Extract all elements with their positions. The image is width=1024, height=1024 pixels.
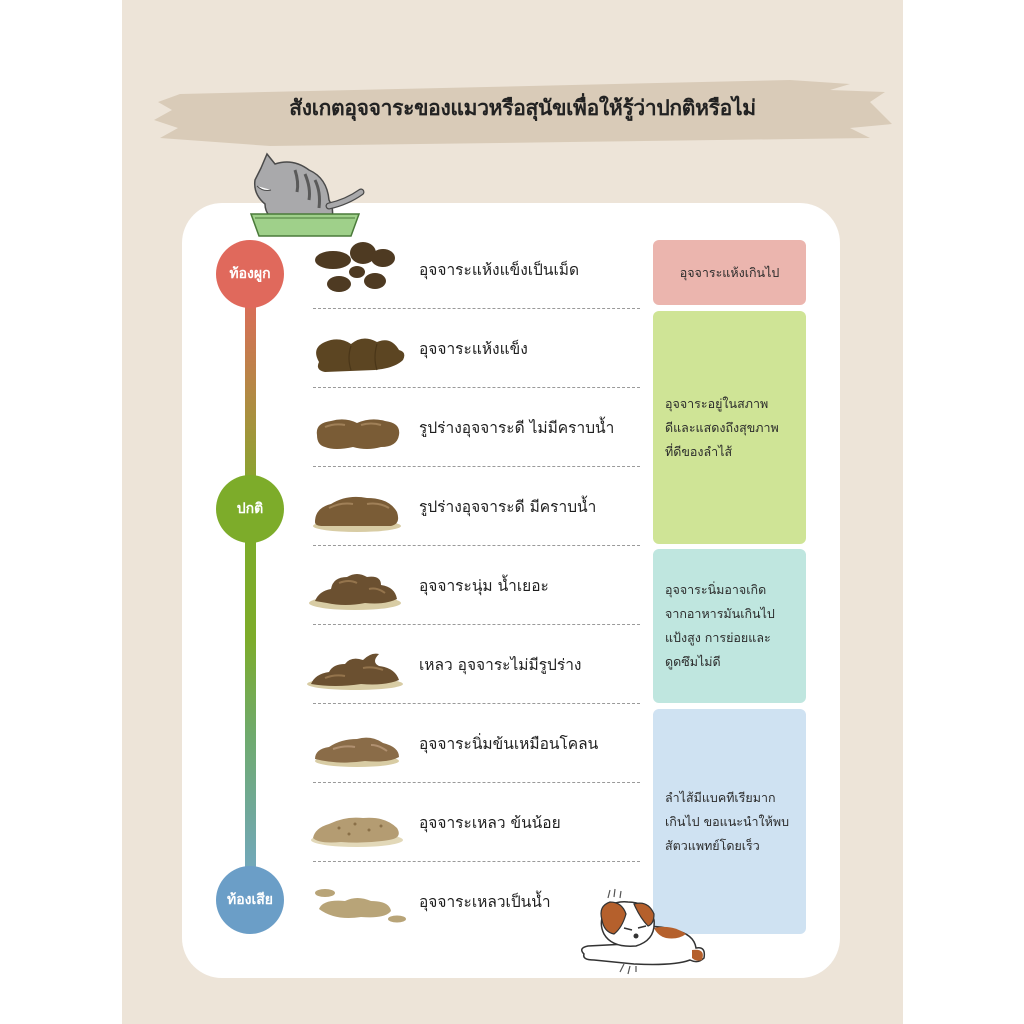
row-divider — [313, 861, 640, 862]
formed-moist-stool-icon — [313, 496, 401, 532]
stool-type-label: รูปร่างอุจจาระดี มีคราบน้ำ — [419, 498, 597, 516]
list-item: เหลว อุจจาระไม่มีรูปร่าง — [305, 626, 640, 704]
page-title: สังเกตอุจจาระของแมวหรือสุนัขเพื่อให้รู้ว… — [289, 96, 756, 120]
row-divider — [313, 308, 640, 309]
shapeless-stool-icon — [307, 653, 403, 690]
stool-type-label: รูปร่างอุจจาระดี ไม่มีคราบน้ำ — [419, 419, 615, 437]
row-divider — [313, 624, 640, 625]
list-item: อุจจาระนิ่มข้นเหมือนโคลน — [305, 705, 640, 783]
list-item: อุจจาระนุ่ม น้ำเยอะ — [305, 547, 640, 625]
note-text: อุจจาระอยู่ในสภาพ ดีและแสดงถึงสุขภาพ ที่… — [665, 395, 779, 459]
cat-in-litter-box-icon — [249, 152, 365, 237]
stool-type-label: อุจจาระเหลวเป็นน้ำ — [419, 893, 551, 911]
formed-stool-icon — [316, 419, 400, 449]
row-divider — [313, 387, 640, 388]
row-divider — [313, 782, 640, 783]
stool-type-label: อุจจาระเหลว ข้นน้อย — [419, 814, 561, 832]
watery-stool-icon — [315, 889, 406, 923]
list-item: รูปร่างอุจจาระดี มีคราบน้ำ — [305, 468, 640, 546]
note-diarrhea: ลำไส้มีแบคทีเรียมาก เกินไป ขอแนะนำให้พบ … — [653, 709, 806, 934]
hard-lumpy-stool-icon — [316, 338, 405, 372]
stage-diarrhea: ท้องเสีย — [216, 866, 284, 934]
list-item: อุจจาระเหลว ข้นน้อย — [305, 784, 640, 862]
row-divider — [313, 703, 640, 704]
stool-type-label: อุจจาระแห้งแข็งเป็นเม็ด — [419, 261, 580, 279]
stool-type-label: อุจจาระนุ่ม น้ำเยอะ — [419, 577, 549, 595]
stage-label: ท้องผูก — [229, 266, 271, 282]
list-item: รูปร่างอุจจาระดี ไม่มีคราบน้ำ — [305, 389, 640, 467]
row-divider — [313, 545, 640, 546]
row-divider — [313, 466, 640, 467]
note-healthy: อุจจาระอยู่ในสภาพ ดีและแสดงถึงสุขภาพ ที่… — [653, 311, 806, 544]
list-item: อุจจาระแห้งแข็ง — [305, 310, 640, 388]
list-item: อุจจาระเหลวเป็นน้ำ — [305, 863, 640, 933]
loose-stool-icon — [311, 817, 403, 847]
stage-label: ปกติ — [236, 501, 264, 517]
note-too-dry: อุจจาระแห้งเกินไป — [653, 240, 806, 305]
stool-type-label: อุจจาระแห้งแข็ง — [419, 340, 528, 358]
list-item: อุจจาระแห้งแข็งเป็นเม็ด — [305, 231, 640, 309]
note-text: อุจจาระแห้งเกินไป — [679, 264, 780, 280]
stage-constipated: ท้องผูก — [216, 240, 284, 308]
note-text: ลำไส้มีแบคทีเรียมาก เกินไป ขอแนะนำให้พบ … — [665, 789, 790, 853]
note-soft: อุจจาระนิ่มอาจเกิด จากอาหารมันเกินไป แป้… — [653, 549, 806, 703]
sick-dog-icon — [581, 888, 706, 975]
pellet-stool-icon — [315, 242, 395, 292]
stool-type-label: เหลว อุจจาระไม่มีรูปร่าง — [419, 656, 582, 674]
stool-type-label: อุจจาระนิ่มข้นเหมือนโคลน — [419, 735, 599, 753]
mushy-stool-icon — [315, 737, 399, 767]
note-text: อุจจาระนิ่มอาจเกิด จากอาหารมันเกินไป แป้… — [665, 582, 775, 669]
stage-label: ท้องเสีย — [226, 892, 273, 908]
timeline-gradient-bar — [245, 290, 256, 890]
soft-stool-icon — [309, 574, 401, 610]
brush-stroke-banner — [154, 80, 892, 146]
stage-normal: ปกติ — [216, 475, 284, 543]
